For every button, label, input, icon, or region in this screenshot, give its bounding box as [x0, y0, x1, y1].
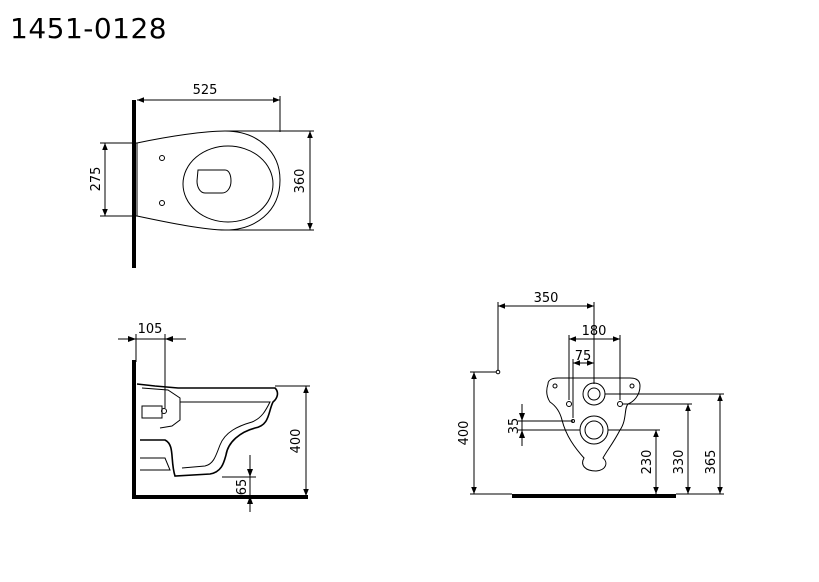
bowl-profile: [136, 383, 279, 477]
dim-350: 350: [534, 291, 559, 306]
front-view: 350 180 75 35 400 230 330 365: [457, 291, 724, 498]
wall-top-view: [132, 100, 136, 268]
reference-point-icon: [495, 369, 501, 375]
fixing-hole-icon: [617, 401, 623, 407]
side-view: 105 400 65: [118, 322, 310, 512]
dim-330: 330: [672, 450, 687, 475]
dim-275: 275: [89, 167, 104, 192]
dim-105: 105: [138, 322, 163, 337]
dim-400: 400: [289, 429, 304, 454]
fixing-hole-icon: [159, 155, 165, 161]
bowl-outline-top: [136, 130, 281, 231]
dim-360: 360: [293, 169, 308, 194]
dim-35: 35: [507, 418, 522, 435]
dim-365: 365: [704, 450, 719, 475]
outlet-icon: [579, 415, 609, 445]
dim-65: 65: [235, 479, 250, 496]
floor-front-view: [512, 494, 676, 498]
bowl-front: [546, 377, 641, 472]
dim-525: 525: [193, 83, 218, 98]
dim-75: 75: [575, 349, 592, 364]
wall-side-view: [132, 360, 136, 498]
basin-top: [182, 145, 274, 223]
fixing-hole-icon: [159, 200, 165, 206]
fixing-hole-icon: [566, 401, 572, 407]
dim-400-front: 400: [457, 421, 472, 446]
outlet-top: [196, 169, 232, 194]
dim-180: 180: [582, 324, 607, 339]
fixing-hole-icon: [161, 408, 167, 414]
dim-230: 230: [640, 450, 655, 475]
product-code: 1451-0128: [10, 12, 168, 45]
floor-side-view: [132, 495, 308, 499]
inlet-icon: [582, 382, 606, 406]
top-view: 525 275 360: [89, 83, 314, 268]
